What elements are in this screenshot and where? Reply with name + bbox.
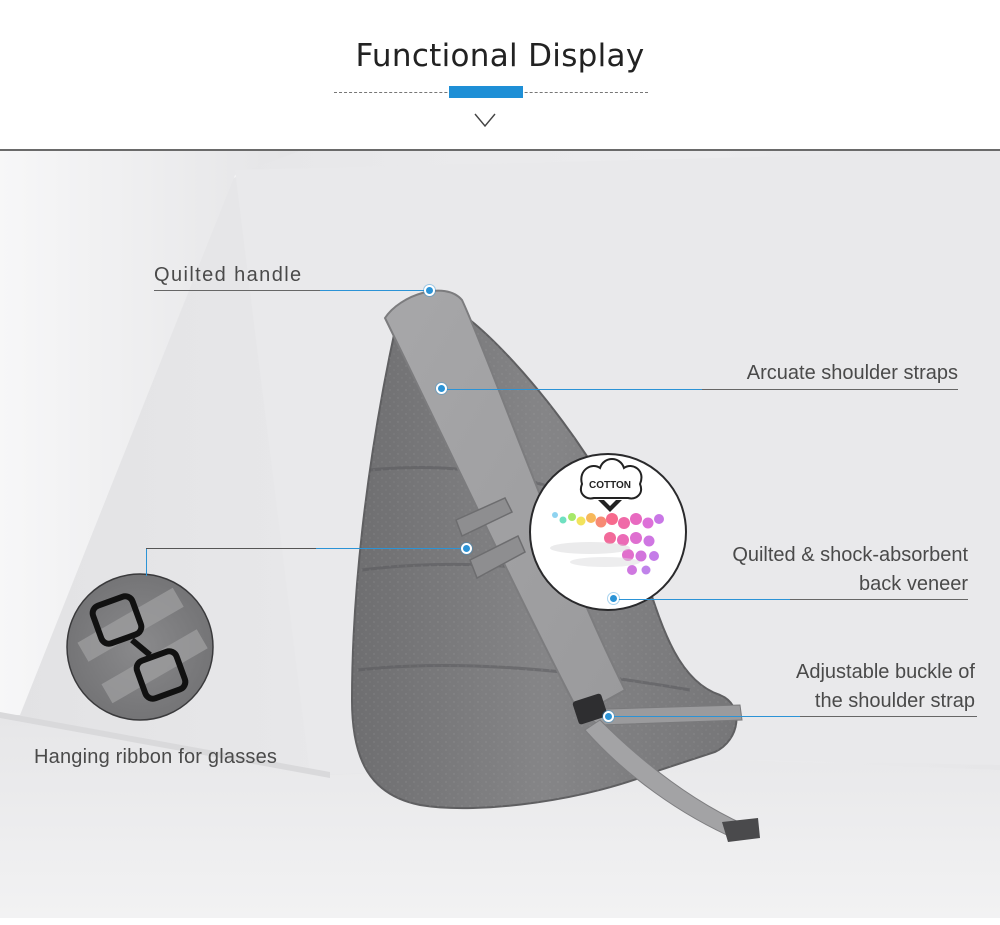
cotton-flower-icon — [580, 458, 643, 512]
glasses-icon — [89, 593, 189, 702]
leader-line — [316, 548, 466, 549]
product-scene: COTTON — [0, 151, 1000, 918]
cotton-dots — [550, 512, 664, 575]
callout-quilted-handle: Quilted handle — [154, 264, 303, 286]
hotspot-quilted-handle[interactable] — [424, 285, 435, 296]
page-title: Functional Display — [355, 38, 645, 74]
callout-arcuate-shoulder-straps: Arcuate shoulder straps — [746, 362, 958, 384]
chevron-down-icon — [474, 113, 496, 128]
callout-buckle-line2: the shoulder strap — [814, 690, 975, 712]
strap-buckle — [572, 693, 608, 725]
callout-back-veneer-line1: Quilted & shock-absorbent — [732, 544, 968, 566]
hotspot-glasses-ribbon[interactable] — [461, 543, 472, 554]
leader-line — [146, 548, 147, 576]
callout-underline — [702, 389, 958, 390]
callout-underline — [800, 716, 977, 717]
hotspot-arcuate-shoulder-straps[interactable] — [436, 383, 447, 394]
header-divider — [0, 149, 1000, 151]
product-illustration: COTTON — [0, 151, 1000, 918]
leader-line — [146, 548, 316, 549]
leader-line — [442, 389, 702, 390]
bottom-strip — [0, 918, 1000, 925]
hotspot-adjustable-buckle[interactable] — [603, 711, 614, 722]
left-wall — [0, 151, 300, 715]
leader-line — [320, 290, 430, 291]
section-header: Functional Display — [0, 0, 1000, 151]
callout-buckle-line1: Adjustable buckle of — [795, 661, 975, 683]
callout-underline — [154, 290, 320, 291]
callout-underline — [790, 599, 968, 600]
callout-glasses-ribbon: Hanging ribbon for glasses — [34, 746, 278, 768]
leader-line — [614, 599, 790, 600]
floor — [0, 715, 1000, 918]
hotspot-back-veneer[interactable] — [608, 593, 619, 604]
cotton-badge-label: COTTON — [589, 480, 631, 491]
callout-back-veneer-line2: back veneer — [859, 573, 968, 595]
leader-line — [610, 716, 800, 717]
title-accent-bar — [449, 86, 523, 98]
